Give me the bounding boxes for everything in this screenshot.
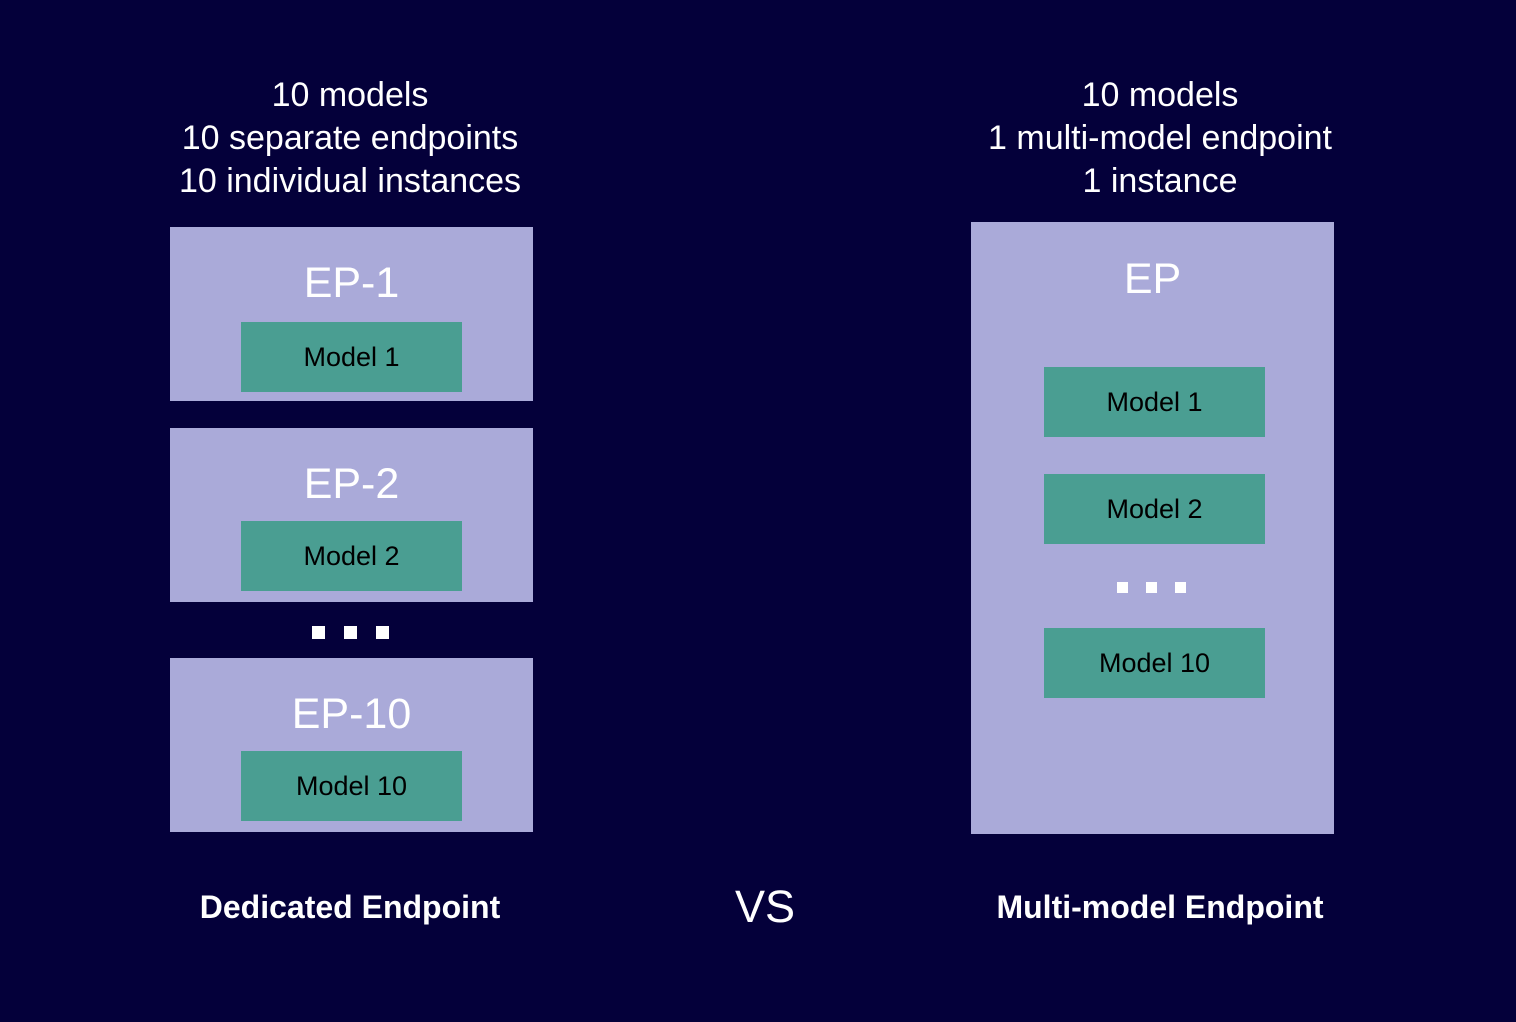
left-header-line-2: 10 separate endpoints xyxy=(181,119,519,157)
model-label-ep-10: Model 10 xyxy=(295,771,408,801)
left-header-line-1: 10 models xyxy=(271,76,429,114)
right-header-line-1: 10 models xyxy=(1081,76,1239,114)
model-box-mm-10: Model 10 xyxy=(1044,628,1265,698)
versus-label: VS xyxy=(734,881,796,932)
model-label-mm-2: Model 2 xyxy=(1106,494,1203,524)
model-box-mm-1: Model 1 xyxy=(1044,367,1265,437)
model-box-ep-2: Model 2 xyxy=(241,521,462,591)
model-box-ep-10: Model 10 xyxy=(241,751,462,821)
model-box-mm-2: Model 2 xyxy=(1044,474,1265,544)
model-label-mm-1: Model 1 xyxy=(1106,387,1203,417)
model-label-ep-2: Model 2 xyxy=(303,541,400,571)
endpoint-title-ep-10: EP-10 xyxy=(291,690,412,738)
ellipsis-dot xyxy=(1117,582,1128,593)
ellipsis-dot xyxy=(344,626,357,639)
right-column-header: 10 models 1 multi-model endpoint 1 insta… xyxy=(870,74,1450,203)
ellipsis-icon-right xyxy=(1117,582,1186,593)
ellipsis-dot xyxy=(1146,582,1157,593)
endpoint-title-ep-2: EP-2 xyxy=(303,460,400,508)
model-label-mm-10: Model 10 xyxy=(1098,648,1211,678)
right-header-line-2: 1 multi-model endpoint xyxy=(988,119,1332,157)
right-header-line-3: 1 instance xyxy=(1082,162,1238,200)
endpoint-title-multi-model: EP xyxy=(1123,255,1182,303)
endpoint-title-ep-1: EP-1 xyxy=(303,259,400,307)
ellipsis-dot xyxy=(1175,582,1186,593)
ellipsis-dot xyxy=(376,626,389,639)
ellipsis-dot xyxy=(312,626,325,639)
model-box-ep-1: Model 1 xyxy=(241,322,462,392)
right-column-caption: Multi-model Endpoint xyxy=(996,889,1324,925)
left-column-caption: Dedicated Endpoint xyxy=(199,889,501,925)
model-label-ep-1: Model 1 xyxy=(303,342,400,372)
left-column-header: 10 models 10 separate endpoints 10 indiv… xyxy=(60,74,640,203)
ellipsis-icon-left xyxy=(312,626,389,639)
left-header-line-3: 10 individual instances xyxy=(178,162,522,200)
